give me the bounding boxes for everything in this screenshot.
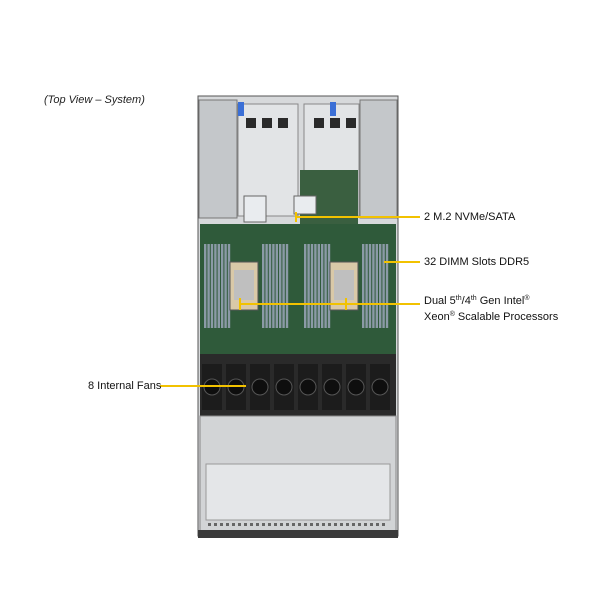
vent-dot-1 <box>208 523 211 526</box>
dimm-slot-6 <box>221 244 224 328</box>
vent-dot-19 <box>316 523 319 526</box>
vent-dot-5 <box>232 523 235 526</box>
dimm-slot-31 <box>382 244 385 328</box>
dimm-slot-30 <box>379 244 382 328</box>
vent-dot-28 <box>370 523 373 526</box>
dimm-slot-16 <box>285 244 289 328</box>
vent-dot-8 <box>250 523 253 526</box>
dimm-slot-29 <box>375 244 378 328</box>
fan-hub-6 <box>323 378 341 396</box>
view-caption: (Top View – System) <box>44 94 145 106</box>
dimm-slot-19 <box>310 244 314 328</box>
fan-hub-8 <box>371 378 389 396</box>
dimm-slot-32 <box>385 244 389 328</box>
vent-dot-12 <box>274 523 277 526</box>
dimm-slot-18 <box>307 244 310 328</box>
vent-dot-15 <box>292 523 295 526</box>
dimm-slot-26 <box>365 244 368 328</box>
vent-dot-27 <box>364 523 367 526</box>
dimm-slot-4 <box>214 244 217 328</box>
dimm-slot-24 <box>327 244 331 328</box>
dimm-slot-25 <box>362 244 365 328</box>
vent-dot-9 <box>256 523 259 526</box>
dimm-slot-28 <box>372 244 375 328</box>
vent-dot-11 <box>268 523 271 526</box>
vent-dot-20 <box>322 523 325 526</box>
dimm-slot-8 <box>227 244 231 328</box>
dimm-slot-13 <box>275 244 278 328</box>
cpu-2 <box>329 261 359 311</box>
vent-dot-25 <box>352 523 355 526</box>
dimm-slot-2 <box>207 244 210 328</box>
dimm-slot-21 <box>317 244 320 328</box>
vent-dot-4 <box>226 523 229 526</box>
dimm-slot-23 <box>324 244 327 328</box>
vent-dot-24 <box>346 523 349 526</box>
psu-right <box>359 99 398 219</box>
leader-lines <box>160 212 420 387</box>
vent-dot-17 <box>304 523 307 526</box>
dimm-slot-3 <box>210 244 214 328</box>
vent-dot-30 <box>382 523 385 526</box>
vent-dot-2 <box>214 523 217 526</box>
vent-dot-26 <box>358 523 361 526</box>
callout-cpu: Dual 5th/4th Gen Intel® Xeon® Scalable P… <box>424 292 558 324</box>
dimm-slot-1 <box>204 244 207 328</box>
callout-dimm: 32 DIMM Slots DDR5 <box>424 256 530 268</box>
dimm-slot-15 <box>282 244 285 328</box>
dimm-slot-7 <box>224 244 227 328</box>
fan-hub-5 <box>299 378 317 396</box>
vent-dot-6 <box>238 523 241 526</box>
vent-dot-16 <box>298 523 301 526</box>
vent-dot-10 <box>262 523 265 526</box>
vent-dot-21 <box>328 523 331 526</box>
callout-cpu-line1: Dual 5th/4th Gen Intel® <box>424 295 530 307</box>
vent-dot-18 <box>310 523 313 526</box>
callout-fans: 8 Internal Fans <box>88 380 162 392</box>
callout-m2: 2 M.2 NVMe/SATA <box>424 211 516 223</box>
vent-dot-3 <box>220 523 223 526</box>
dimm-slot-14 <box>279 244 282 328</box>
fan-hub-3 <box>251 378 269 396</box>
dimm-slot-17 <box>304 244 307 328</box>
callout-cpu-line2: Xeon® Scalable Processors <box>424 311 559 323</box>
dimm-slot-12 <box>272 244 275 328</box>
front-vent-dots <box>208 523 385 526</box>
dimm-slot-27 <box>368 244 372 328</box>
vent-dot-14 <box>286 523 289 526</box>
vent-dot-22 <box>334 523 337 526</box>
dimm-slot-9 <box>262 244 265 328</box>
dimm-slot-5 <box>217 244 220 328</box>
rear-section <box>198 99 398 226</box>
dimm-slot-10 <box>265 244 268 328</box>
vent-dot-7 <box>244 523 247 526</box>
dimm-slot-11 <box>268 244 272 328</box>
dimm-slot-22 <box>321 244 324 328</box>
fan-hub-4 <box>275 378 293 396</box>
psu-left <box>198 99 238 219</box>
dimm-slot-20 <box>314 244 317 328</box>
vent-dot-29 <box>376 523 379 526</box>
vent-dot-23 <box>340 523 343 526</box>
dimm-slots <box>204 244 389 328</box>
vent-dot-13 <box>280 523 283 526</box>
fan-hub-7 <box>347 378 365 396</box>
cpu-1 <box>229 261 259 311</box>
